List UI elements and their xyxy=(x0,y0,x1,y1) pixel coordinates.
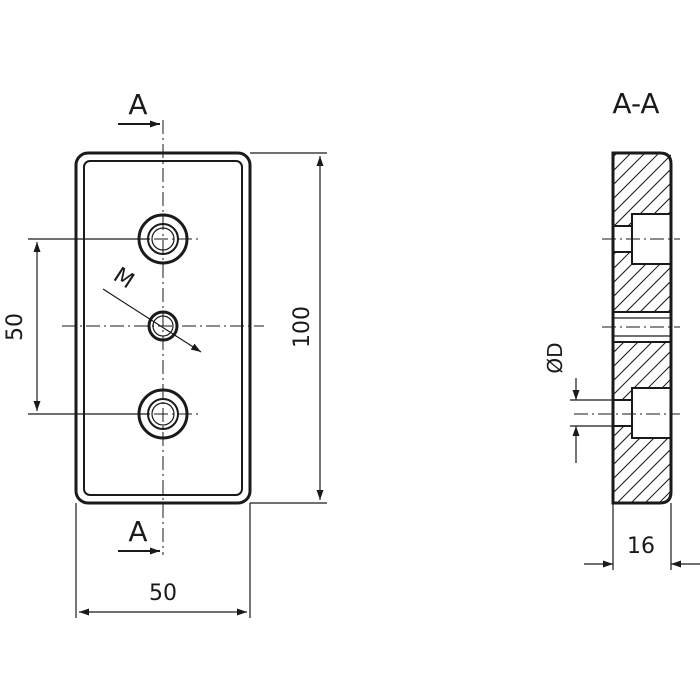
hatch-line xyxy=(600,0,690,2)
hatch-line xyxy=(613,153,632,172)
dimension-height: 100 xyxy=(250,152,327,504)
hatch-line xyxy=(613,252,671,312)
dimension-thickness-label: 16 xyxy=(627,534,655,559)
thread-label: M xyxy=(109,263,139,294)
hatch-line xyxy=(613,153,618,158)
dimension-hole-spacing: 50 xyxy=(3,238,150,415)
section-marker-bottom: A xyxy=(118,515,160,555)
hatch-line xyxy=(600,0,690,16)
dimension-hole-spacing-label: 50 xyxy=(3,313,28,341)
section-hatching xyxy=(600,0,690,503)
hatch-line xyxy=(613,336,671,396)
dimension-diameter: ØD xyxy=(543,342,613,463)
section-threaded-hole xyxy=(613,311,671,343)
section-title: A-A xyxy=(612,87,659,120)
hatch-line xyxy=(613,420,671,480)
front-view: M A A 50 100 50 xyxy=(3,88,327,618)
section-lower-counterbore xyxy=(613,387,671,439)
section-outline xyxy=(611,151,673,505)
dimension-thickness: 16 xyxy=(584,503,700,570)
hatch-line xyxy=(613,154,671,214)
thread-leader-line xyxy=(102,288,202,353)
dimension-width: 50 xyxy=(75,503,251,618)
dimension-diameter-label: ØD xyxy=(543,342,567,373)
section-view: A-A xyxy=(543,0,700,570)
hatch-line xyxy=(600,0,690,44)
hatch-line xyxy=(600,0,690,58)
hatch-line xyxy=(613,153,646,186)
threaded-center-hole xyxy=(147,310,179,342)
hatch-line xyxy=(613,434,671,494)
svg-text:A: A xyxy=(128,515,147,548)
hatch-line xyxy=(600,0,690,30)
hatch-line xyxy=(613,322,671,382)
hatch-line xyxy=(630,462,671,503)
dimension-width-label: 50 xyxy=(149,581,177,606)
hatch-line xyxy=(616,448,671,503)
hatch-line xyxy=(600,0,690,72)
svg-text:A: A xyxy=(128,88,147,121)
hatch-line xyxy=(613,153,660,200)
dimension-height-label: 100 xyxy=(290,306,315,348)
section-marker-top: A xyxy=(118,88,160,128)
plate-chamfer-outline xyxy=(83,160,243,496)
hatch-line xyxy=(600,0,690,86)
